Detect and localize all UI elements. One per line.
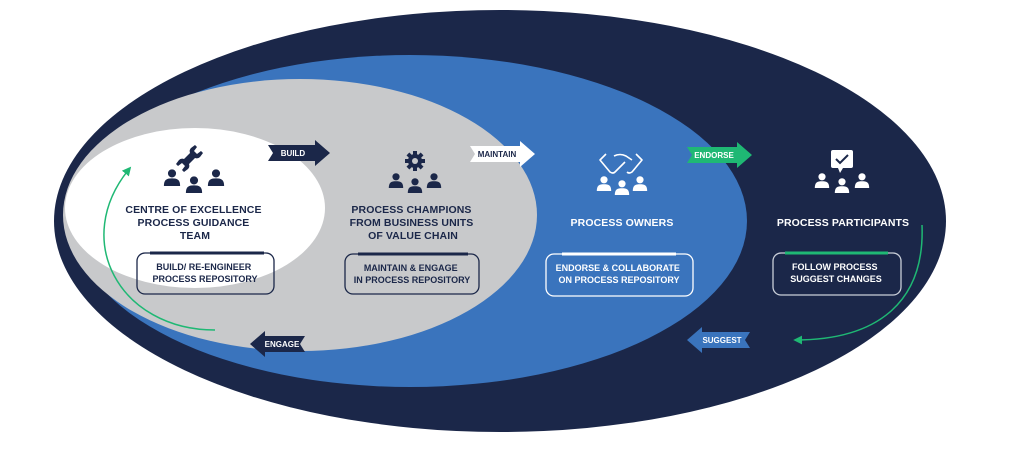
engage-arrow: ENGAGE [250,331,305,357]
team-checkmark-icon [814,150,870,193]
svg-text:ENDORSE: ENDORSE [694,151,734,160]
maintain-arrow: MAINTAIN [470,141,535,167]
coe-title: CENTRE OF EXCELLENCE PROCESS GUIDANCE TE… [125,204,264,242]
build-arrow: BUILD [268,140,330,166]
team-handshake-icon [596,153,648,195]
participants-title: PROCESS PARTICIPANTS [777,217,909,229]
champions-title: PROCESS CHAMPIONS FROM BUSINESS UNITS OF… [350,204,477,242]
feedback-arrow-right [793,224,923,345]
endorse-arrow: ENDORSE [687,142,752,168]
svg-text:ENDORSE & COLLABORATE ON: ENDORSE & COLLABORATE ON PROCESS REPOSIT… [556,263,683,285]
feedback-arrow-left [103,166,216,331]
owners-title: PROCESS OWNERS [571,217,674,229]
owners-responsibility-box: ENDORSE & COLLABORATE ON PROCESS REPOSIT… [545,252,694,297]
svg-text:ENGAGE: ENGAGE [265,340,300,349]
suggest-arrow: SUGGEST [687,327,750,353]
svg-text:BUILD/ RE-ENGINEER PROCE: BUILD/ RE-ENGINEER PROCESS REPOSITORY [152,262,257,284]
coe-responsibility-box: BUILD/ RE-ENGINEER PROCESS REPOSITORY [136,251,275,295]
team-gear-icon [388,151,442,193]
participants-responsibility-box: FOLLOW PROCESS SUGGEST CHANGES [772,251,902,296]
svg-text:SUGGEST: SUGGEST [702,336,741,345]
svg-text:BUILD: BUILD [281,149,306,158]
team-wrench-icon [163,145,225,193]
svg-text:MAINTAIN: MAINTAIN [478,150,517,159]
svg-text:MAINTAIN & ENGAGE IN PRO: MAINTAIN & ENGAGE IN PROCESS REPOSITORY [354,263,471,285]
svg-text:FOLLOW PROCESS SUGGEST: FOLLOW PROCESS SUGGEST CHANGES [790,262,882,284]
champions-responsibility-box: MAINTAIN & ENGAGE IN PROCESS REPOSITORY [344,252,480,295]
